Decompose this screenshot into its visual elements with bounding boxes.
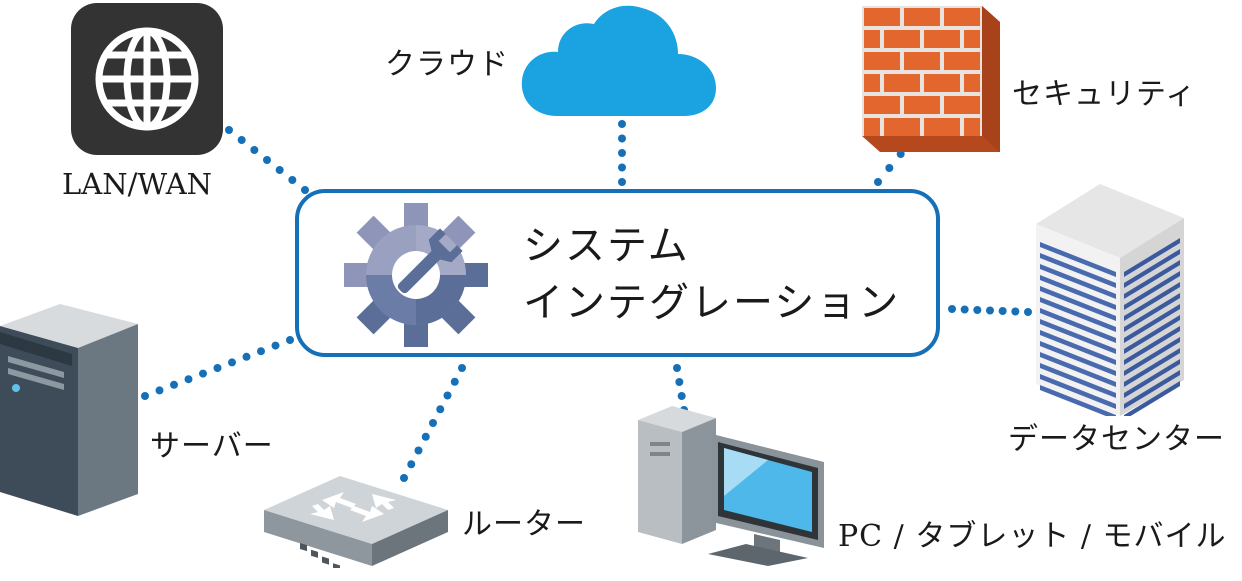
connector-dot [1011,307,1020,316]
connector-dot [443,391,452,400]
connector-dot [618,178,626,186]
connector-dot [199,369,207,378]
connector-dot [618,120,626,128]
connector-datacenter [948,305,1032,316]
connector-dot [286,336,294,344]
label-lan-wan: LAN/WAN [62,167,213,201]
connector-dot [400,474,408,482]
connector-dot [986,306,994,315]
connector-dot [675,378,684,386]
connector-dot [421,432,430,441]
connector-dot [184,375,193,384]
connector-dot [960,305,969,314]
connector-router [400,364,466,482]
connector-dot [228,358,236,367]
hub-title-line2: インテグレーション [523,280,901,326]
label-cloud: クラウド [385,47,509,82]
connector-dot [213,364,222,372]
connector-cloud [618,120,626,186]
connector-dot [998,307,1007,315]
connector-server [141,336,294,400]
connector-lan-wan [225,126,309,194]
connector-dot [450,377,459,386]
label-datacenter: データセンター [1008,422,1225,457]
connector-dot [429,419,437,427]
connector-dot [288,176,297,184]
router-icon [264,476,448,568]
connector-dot [141,392,149,400]
connector-dot [237,136,246,144]
connector-dot [885,164,894,172]
cloud-icon [521,5,716,117]
connector-dot [170,380,178,389]
connector-dot [414,446,423,455]
connector-dot [677,392,686,400]
gear-wrench-icon [344,203,488,347]
connector-dot [263,156,271,164]
connector-dot [271,341,280,350]
connector-dot [250,146,259,154]
hub-title-line1: システム [523,223,690,269]
server-icon [0,304,138,516]
label-router: ルーター [462,507,586,542]
connector-dot [155,386,164,395]
firewall-icon [862,6,1000,152]
connector-dot [275,166,284,174]
globe-icon [71,3,223,155]
connector-dot [874,178,882,186]
building-icon [1036,184,1184,416]
connector-dot [436,405,445,414]
connector-dot [301,186,309,194]
computer-icon [638,406,824,566]
connector-dot [458,364,466,372]
connector-dot [673,364,681,372]
label-pc: PC / タブレット / モバイル [838,519,1227,554]
connector-dot [618,134,626,143]
connector-dot [618,163,626,172]
connector-dot [225,126,233,134]
connector-dot [973,306,982,314]
label-security: セキュリティ [1012,77,1197,112]
connector-dot [257,347,265,356]
connector-dot [618,149,626,157]
label-server: サーバー [150,429,274,464]
connector-dot [1024,308,1032,316]
connector-dot [242,352,251,361]
connector-dot [948,305,956,313]
connector-dot [407,460,416,469]
